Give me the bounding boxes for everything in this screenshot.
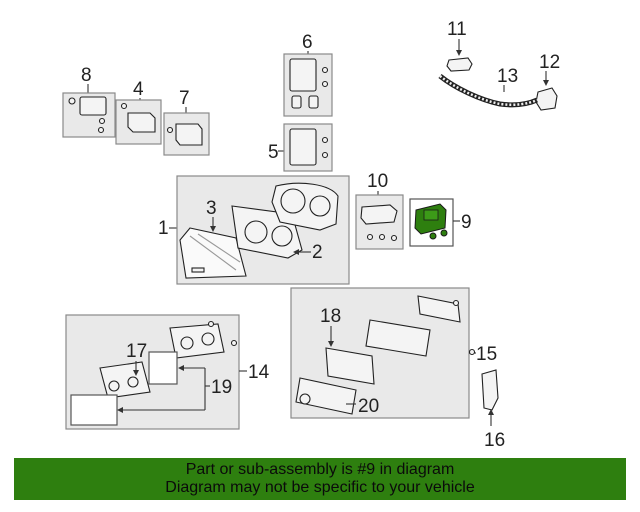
callout-16: 16: [484, 430, 505, 451]
part-16-group: 16: [481, 369, 505, 451]
part-9-group: 9: [409, 198, 472, 247]
part-19-label-a: [148, 351, 178, 385]
callout-13: 13: [497, 66, 518, 87]
parts-11-13-group: 11 12 13: [438, 19, 560, 111]
part-7-switch: [175, 123, 203, 146]
part-5-switch: [289, 128, 317, 166]
footer-banner: Part or sub-assembly is #9 in diagram Di…: [14, 458, 626, 500]
part-15-panel: [365, 319, 431, 357]
part-10-group: 10: [355, 171, 404, 250]
part-5-group: 5: [268, 123, 333, 172]
callout-5: 5: [268, 142, 279, 163]
part-4-switch: [127, 112, 156, 133]
callout-4: 4: [133, 79, 144, 100]
part-10-switch: [360, 204, 398, 225]
callout-8: 8: [81, 65, 92, 86]
part-18-panel: [325, 347, 375, 385]
callout-11: 11: [447, 19, 467, 40]
callout-18: 18: [320, 306, 341, 327]
part-14-panel: [169, 323, 225, 359]
callout-3: 3: [206, 198, 217, 219]
part-1-group: 1 3 2: [158, 175, 350, 285]
callout-14: 14: [248, 362, 270, 383]
part-14-group: 14 17 19: [65, 314, 270, 430]
callout-17: 17: [126, 341, 147, 362]
part-13-harness: [438, 74, 539, 108]
part-17-panel: [99, 361, 151, 399]
part-12-connector: [535, 87, 558, 111]
part-4-group: 4: [115, 79, 162, 145]
callout-19: 19: [211, 377, 232, 398]
callout-9: 9: [461, 212, 472, 233]
part-15-group: 15 18 20: [290, 287, 497, 419]
callout-7: 7: [179, 88, 190, 109]
part-16-trim: [481, 369, 499, 411]
part-6-switch: [289, 58, 317, 92]
callout-2: 2: [312, 242, 323, 263]
footer-line-1: Part or sub-assembly is #9 in diagram: [185, 461, 455, 478]
part-6-group: 6: [283, 32, 333, 117]
part-19-label-b: [70, 394, 118, 426]
callout-15: 15: [476, 344, 497, 365]
part-8-group: 8: [62, 65, 116, 138]
part-20-panel: [295, 377, 357, 415]
part-8-switch: [79, 96, 107, 116]
callout-1: 1: [158, 218, 169, 239]
footer-line-2: Diagram may not be specific to your vehi…: [165, 479, 475, 496]
callout-6: 6: [302, 32, 313, 53]
part-15-bracket: [417, 295, 461, 323]
part-7-group: 7: [163, 88, 210, 156]
callout-12: 12: [539, 52, 560, 73]
callout-20: 20: [358, 396, 379, 417]
part-11-clip: [446, 57, 473, 72]
callout-10: 10: [367, 171, 388, 192]
